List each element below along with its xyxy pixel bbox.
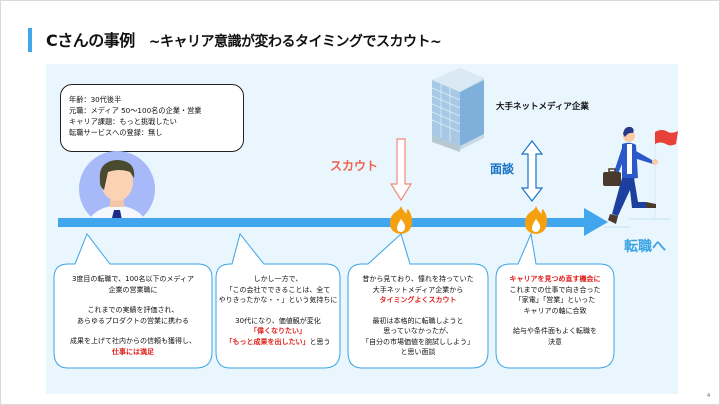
office-building-icon	[431, 68, 484, 152]
scout-arrow-icon	[390, 138, 412, 202]
bubble1-line: これまでの実績を評価され、	[87, 306, 179, 314]
profile-age: 年齢：30代後半	[69, 95, 122, 104]
bubble1-line: あらゆるプロダクトの営業に携わる	[77, 316, 189, 325]
bubble1-highlight: 仕事には満足	[112, 347, 154, 356]
profile-service-registration: 転職サービスへの登録：無し	[69, 128, 163, 137]
bubble1-line: 成果を上げて社内からの信頼も獲得し、	[70, 337, 196, 345]
bubble4-line: これまでの仕事で向き合った	[509, 285, 601, 294]
interview-label: 面談	[490, 162, 515, 176]
speech-bubble-shape	[53, 232, 213, 369]
profile-card: 年齢：30代後半 元職：メディア 50～100名の企業・営業 キャリア課題：もっ…	[60, 84, 244, 152]
bubble3-line: 「自分の市場価値を腕試ししよう」	[362, 337, 474, 346]
slide-title: Cさんの事例 ~キャリア意識が変わるタイミングでスカウト~	[46, 27, 442, 51]
bubble3-line: 思っていなかったが、	[383, 327, 453, 335]
timeline-arrowhead	[584, 208, 608, 236]
bubble2-line: しかし一方で、	[253, 275, 303, 283]
speech-bubble-shape	[215, 232, 341, 369]
bubble1-line: 企業の営業職に	[108, 285, 158, 294]
bubble2-highlight-1: 「偉くなりたい」	[250, 327, 306, 335]
title-main: Cさんの事例	[46, 31, 135, 50]
story-bubble-4: キャリアを見つめ直す機会に これまでの仕事で向き合った 「家電」「営業」といった…	[494, 230, 616, 370]
flame-icon	[525, 206, 548, 234]
businessman-running-icon	[603, 126, 678, 228]
story-bubble-2: しかし一方で、 「この会社でできることは、全て やりきったかな・・」という気持ち…	[214, 230, 342, 370]
story-bubble-1: 3度目の転職で、100名以下のメディア 企業の営業職に これまでの実績を評価され…	[52, 230, 214, 370]
bubble2-highlight-2: 「もっと成果を出したい」	[225, 337, 310, 346]
timeline-bar	[58, 218, 588, 227]
title-accent-bar	[28, 28, 32, 52]
bubble3-line: と思い面談	[400, 348, 436, 356]
bubble3-highlight: タイミングよくスカウト	[379, 296, 457, 304]
bubble2-line: 「もっと成果を出したい」と思う	[214, 337, 342, 348]
bubble1-line: 3度目の転職で、100名以下のメディア	[71, 275, 195, 283]
bubble2-line: やりきったかな・・」という気持ちに	[218, 296, 338, 304]
bubble3-line: 最初は本格的に転職しようと	[372, 316, 464, 325]
speech-bubble-shape	[347, 233, 489, 369]
bubble4-line: 給与や条件面もよく転職を	[513, 327, 597, 335]
bubble2-line: 「この会社でできることは、全て	[225, 285, 331, 294]
job-change-goal-label: 転職へ	[624, 239, 666, 255]
title-subtitle: ~キャリア意識が変わるタイミングでスカウト~	[148, 34, 442, 50]
bubble3-line: 大手ネットメディア企業から	[372, 285, 464, 294]
bubble3-line: 昔から見ており、憧れを持っていた	[362, 275, 474, 283]
bubble4-line: 「家電」「営業」といった	[514, 296, 596, 304]
story-bubble-3: 昔から見ており、憧れを持っていた 大手ネットメディア企業から タイミングよくスカ…	[346, 230, 490, 370]
profile-career-issue: キャリア課題：もっと挑戦したい	[69, 117, 177, 126]
bubble2-line: 30代になり、価値観が変化	[235, 316, 321, 325]
flame-icon	[390, 206, 413, 234]
speech-bubble-shape	[495, 232, 615, 369]
bubble2-suffix: と思う	[309, 337, 331, 346]
interview-double-arrow-icon	[521, 140, 543, 202]
bubble4-highlight: キャリアを見つめ直す機会に	[509, 275, 601, 283]
page-number: 4	[707, 393, 711, 399]
flag-icon	[655, 130, 678, 146]
company-label: 大手ネットメディア企業	[496, 102, 589, 112]
scout-label: スカウト	[330, 159, 379, 173]
bubble4-line: 決意	[548, 337, 562, 346]
bubble4-line: キャリアの軸に合致	[523, 306, 587, 315]
person-avatar-icon	[79, 151, 155, 227]
profile-previous-job: 元職：メディア 50～100名の企業・営業	[69, 106, 202, 115]
